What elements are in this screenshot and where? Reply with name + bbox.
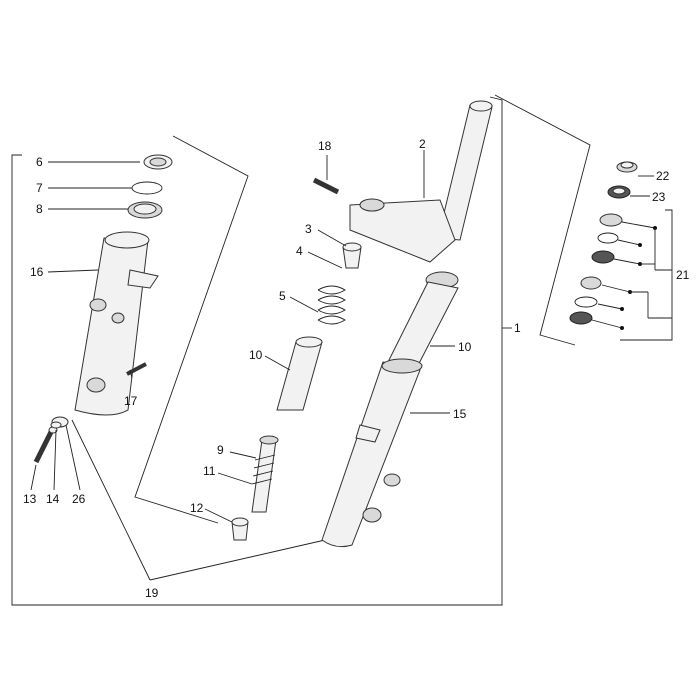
group-19-bracket xyxy=(134,135,249,524)
callout-17: 17 xyxy=(124,394,138,408)
callout-21: 21 xyxy=(676,268,690,282)
lower-bearing-race xyxy=(569,276,602,325)
group-19-leader-b xyxy=(149,539,326,581)
group-19-leader-a xyxy=(71,419,151,581)
stem-locknut xyxy=(616,161,638,173)
left-fork-leg xyxy=(51,231,159,428)
callout-26: 26 xyxy=(72,492,86,506)
snap-ring xyxy=(131,181,163,195)
fork-spring xyxy=(317,285,346,325)
adjusting-nut xyxy=(607,185,631,199)
damper-tube xyxy=(276,336,323,411)
callout-10-damper: 10 xyxy=(249,348,263,362)
callout-12: 12 xyxy=(190,501,204,515)
callout-5: 5 xyxy=(279,289,286,303)
upper-bearing-race xyxy=(591,213,623,264)
fork-clamp-bolt xyxy=(312,177,340,195)
rebound-spring xyxy=(251,454,276,485)
leader-lines xyxy=(30,150,654,523)
group-1-bracket xyxy=(11,96,503,606)
callout-10-tube: 10 xyxy=(458,340,472,354)
callout-2: 2 xyxy=(419,137,426,151)
callout-14: 14 xyxy=(46,492,60,506)
callout-13: 13 xyxy=(23,492,37,506)
damper-rod xyxy=(251,435,279,513)
bearing-leader-dots xyxy=(591,221,672,330)
callout-19: 19 xyxy=(145,586,159,600)
callout-9: 9 xyxy=(217,443,224,457)
oil-lock-piece xyxy=(231,517,249,541)
callout-16: 16 xyxy=(30,265,44,279)
right-fork-leg xyxy=(321,358,423,548)
callout-6: 6 xyxy=(36,155,43,169)
callout-22: 22 xyxy=(656,169,670,183)
callout-8: 8 xyxy=(36,202,43,216)
group-21-bracket xyxy=(620,209,673,341)
callout-labels: 1 2 3 4 5 6 7 8 9 10 10 11 12 13 14 15 1… xyxy=(23,137,690,600)
bottom-bolt xyxy=(33,426,58,464)
steering-stem xyxy=(349,100,493,289)
callout-18: 18 xyxy=(318,139,332,153)
callout-11: 11 xyxy=(203,464,216,478)
callout-15: 15 xyxy=(453,407,467,421)
oil-seal xyxy=(127,201,163,219)
bearing-group-bracket xyxy=(494,94,591,346)
spring-seat xyxy=(342,242,362,269)
callout-1: 1 xyxy=(514,321,521,335)
callout-4: 4 xyxy=(296,244,303,258)
callout-3: 3 xyxy=(305,222,312,236)
callout-23: 23 xyxy=(652,190,666,204)
copper-washer xyxy=(50,421,62,429)
dust-seal xyxy=(143,154,173,170)
callout-7: 7 xyxy=(36,181,43,195)
